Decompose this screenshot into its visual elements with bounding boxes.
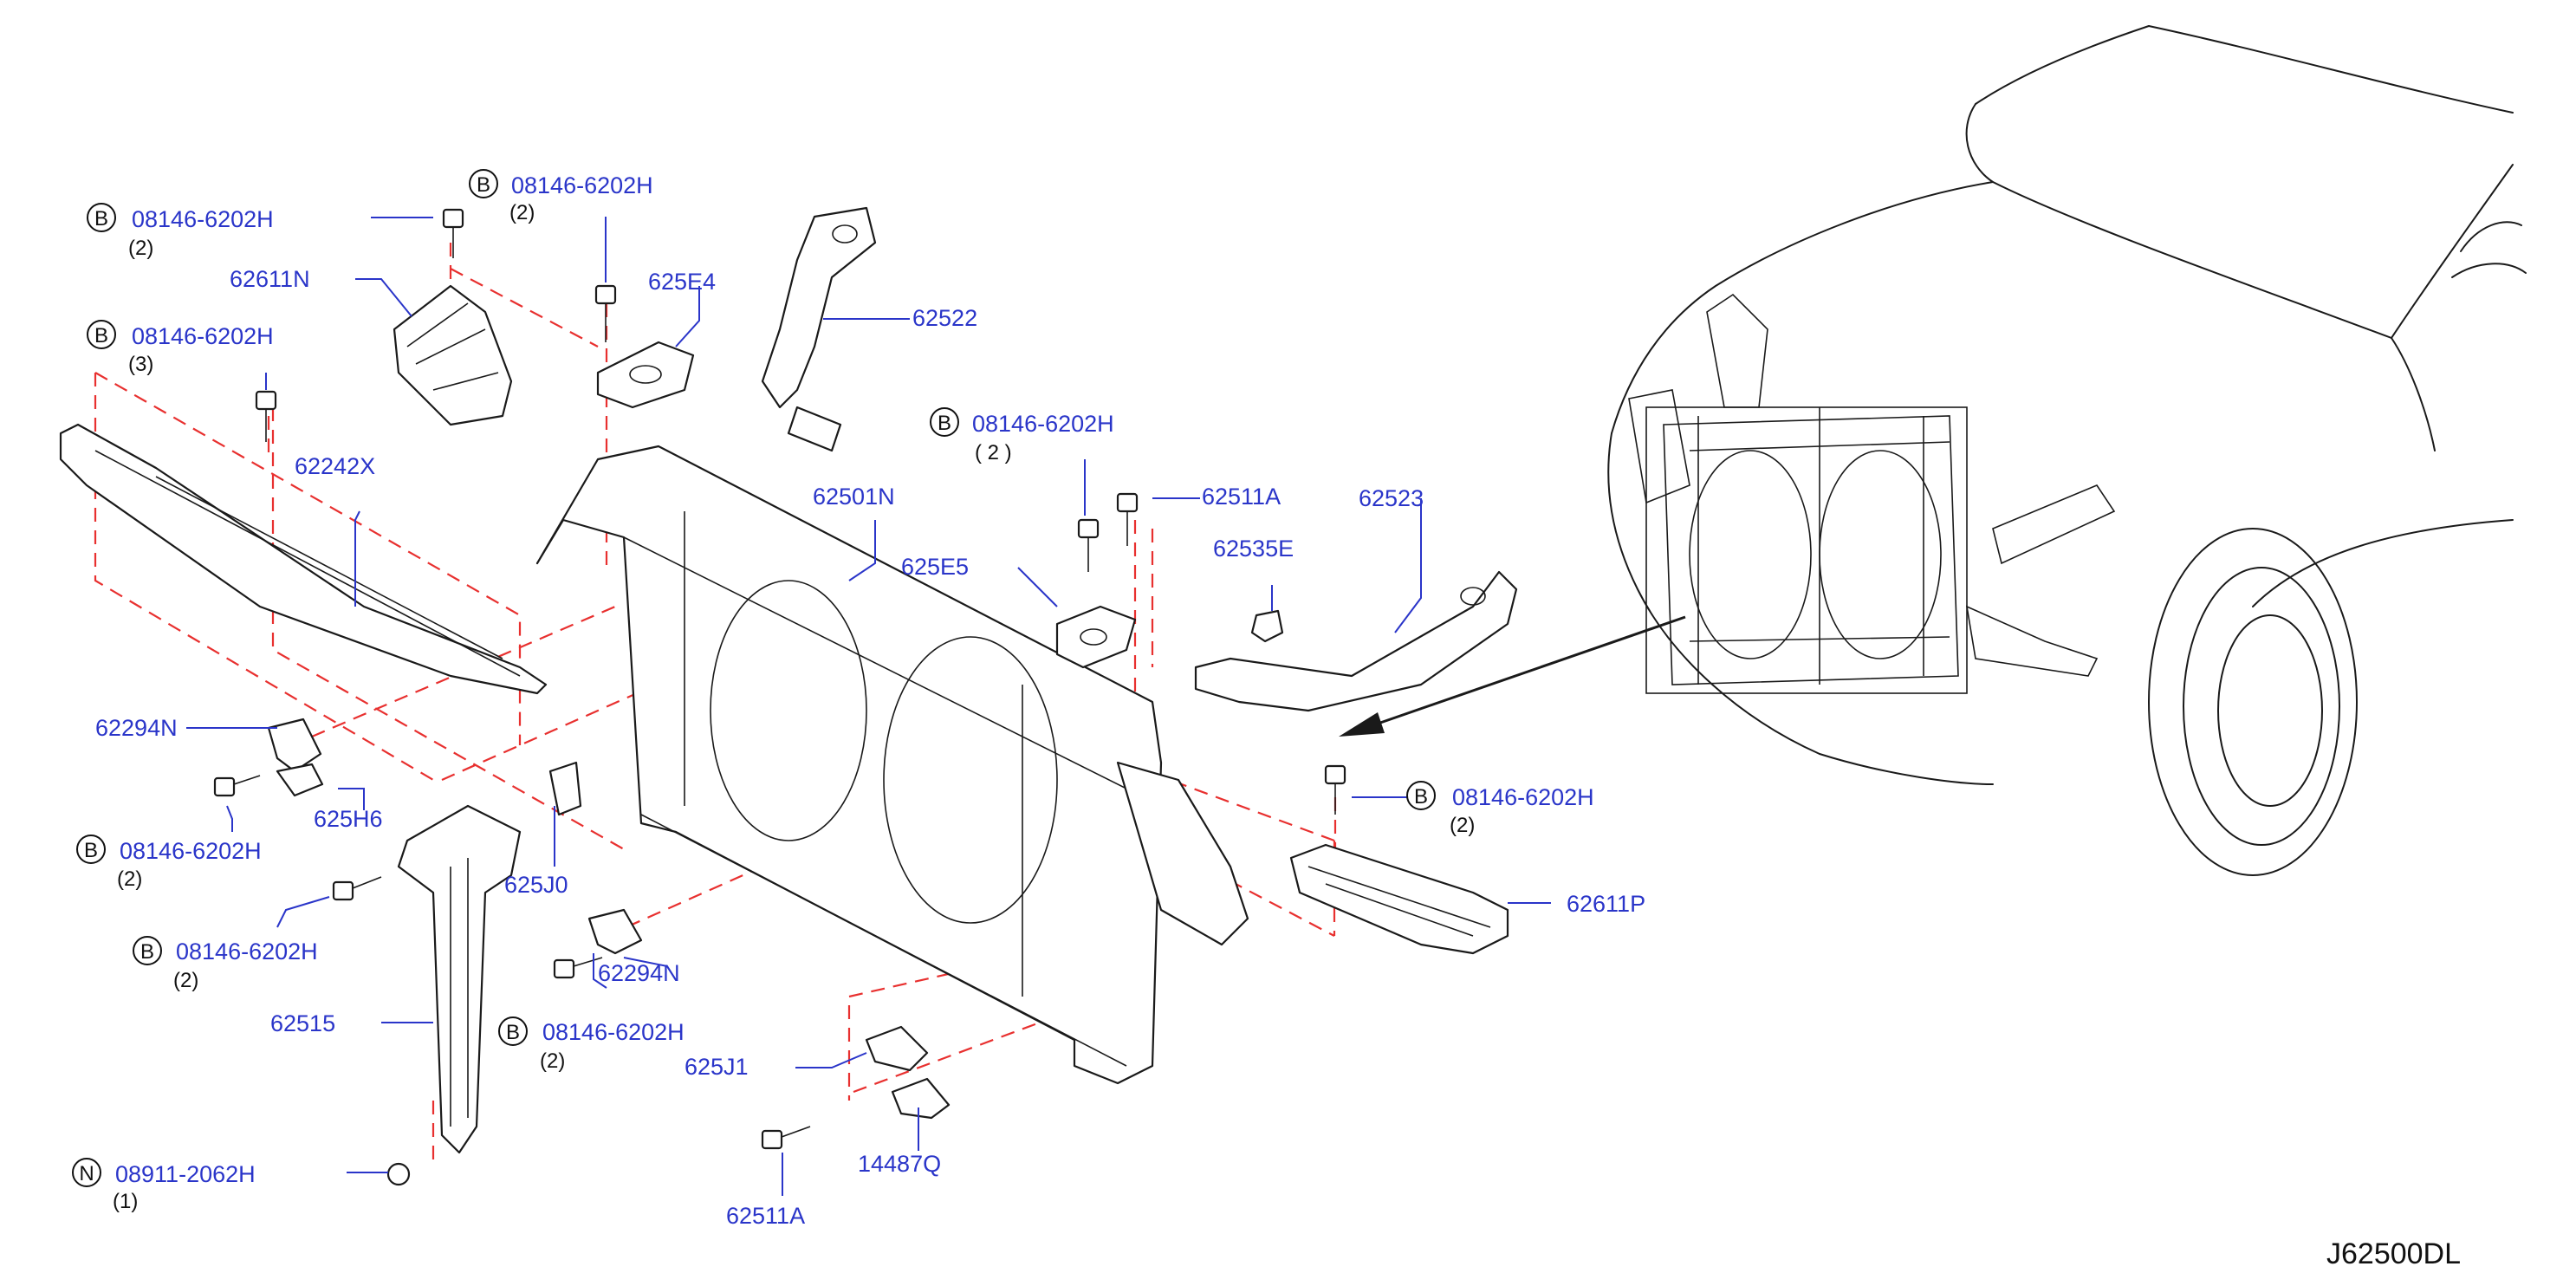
- part-62535E-clip: [1250, 609, 1284, 643]
- part-62294N-left-bracket: [267, 718, 322, 773]
- part-625E4-plate: [596, 341, 695, 409]
- callout-part-number: 08146-6202H: [132, 323, 274, 349]
- part-label-62511A-top: 62511A: [1202, 484, 1281, 510]
- callout-part-number: 08146-6202H: [511, 172, 653, 198]
- part-62611P-lower-bar: [1289, 843, 1509, 955]
- callout-part-number: 08146-6202H: [1452, 784, 1594, 810]
- callout-quantity: (3): [128, 353, 153, 376]
- callout-part-number: 08146-6202H: [120, 838, 262, 864]
- location-arrow: [1359, 615, 1686, 731]
- callout-part-number: 08146-6202H: [972, 411, 1114, 437]
- callout-c3: B 08146-6202H (3): [87, 320, 274, 376]
- part-label-14487Q: 14487Q: [858, 1151, 941, 1177]
- part-label-62501N: 62501N: [813, 484, 895, 510]
- part-label-625E5: 625E5: [901, 554, 969, 580]
- part-label-62523: 62523: [1359, 485, 1424, 511]
- part-label-62611N: 62611N: [230, 266, 310, 292]
- part-label-62515: 62515: [270, 1010, 335, 1036]
- inset-front-structure: [1628, 293, 2116, 694]
- callout-quantity: (2): [1450, 814, 1475, 837]
- vehicle-location-inset: [1339, 25, 2527, 876]
- diagram-code: J62500DL: [2326, 1237, 2461, 1270]
- part-625H6-clip: [276, 763, 324, 797]
- bolt-icon: [213, 208, 1346, 1186]
- callout-quantity: ( 2 ): [975, 441, 1012, 464]
- callout-c7: B 08146-6202H (2): [133, 936, 318, 992]
- part-label-62611P: 62611P: [1567, 891, 1645, 917]
- part-62242X-lower-bar: [59, 423, 548, 695]
- callout-part-number: 08146-6202H: [542, 1019, 685, 1045]
- callout-quantity: (2): [509, 201, 535, 224]
- part-625J1-bracket: [865, 1025, 929, 1072]
- part-label-62522: 62522: [912, 305, 977, 331]
- callout-c6: B 08146-6202H (2): [76, 835, 262, 891]
- part-62523-upper-member: [1194, 570, 1518, 712]
- callout-part-number: 08146-6202H: [176, 939, 318, 964]
- callout-c8: B 08146-6202H (2): [498, 1016, 685, 1073]
- callout-prefix: B: [506, 1021, 520, 1044]
- part-62611N-bracket: [393, 284, 513, 426]
- callout-c9: N 08911-2062H (1): [72, 1158, 256, 1213]
- part-labels: 62611N 625E4 62522 62242X 62501N 625E5 6…: [95, 266, 1645, 1229]
- part-label-62294N-left: 62294N: [95, 715, 178, 741]
- arrow-head-icon: [1339, 712, 1385, 737]
- circle-n-icon: [72, 1158, 101, 1187]
- leader-lines: [186, 217, 1551, 1196]
- part-label-62511A-bottom: 62511A: [726, 1203, 805, 1229]
- circle-b-icon: [498, 1016, 528, 1046]
- circle-b-icon: [930, 407, 959, 437]
- callout-c5: B 08146-6202H (2): [1406, 781, 1594, 837]
- callout-quantity: (2): [173, 969, 198, 992]
- circle-b-icon: [76, 835, 106, 864]
- part-label-62535E: 62535E: [1213, 536, 1294, 562]
- circle-b-icon: [469, 169, 498, 198]
- part-62294N-mid-bracket: [587, 908, 643, 955]
- part-label-62294N-mid: 62294N: [598, 960, 680, 986]
- part-label-625J1: 625J1: [685, 1054, 749, 1080]
- callout-prefix: B: [94, 324, 108, 347]
- callout-part-number: 08911-2062H: [115, 1161, 256, 1187]
- callout-quantity: (2): [540, 1049, 565, 1073]
- callout-prefix: B: [1414, 785, 1428, 809]
- callout-prefix: B: [477, 173, 490, 197]
- callout-prefix: B: [84, 839, 98, 862]
- part-625J0-bracket: [548, 761, 582, 816]
- callout-c2: B 08146-6202H (2): [469, 169, 653, 224]
- part-label-625E4: 625E4: [648, 269, 716, 295]
- circle-b-icon: [1406, 781, 1436, 810]
- callout-part-number: 08146-6202H: [132, 206, 274, 232]
- circle-b-icon: [133, 936, 162, 965]
- callout-quantity: (2): [128, 237, 153, 260]
- part-label-625H6: 625H6: [314, 806, 383, 832]
- callout-prefix: B: [94, 207, 108, 231]
- part-625E5-plate: [1055, 605, 1137, 669]
- callout-prefix: N: [79, 1162, 94, 1185]
- callout-prefix: B: [140, 940, 154, 964]
- circle-b-icon: [87, 320, 116, 349]
- callout-prefix: B: [938, 412, 951, 435]
- part-62515-side-bracket: [397, 804, 522, 1154]
- part-62501N-radiator-core-support: [535, 445, 1249, 1085]
- circle-b-icon: [87, 203, 116, 232]
- callout-quantity: (1): [113, 1190, 138, 1213]
- part-62522-upper-member: [761, 206, 877, 452]
- part-label-62242X: 62242X: [295, 453, 375, 479]
- part-14487Q-bracket: [891, 1077, 951, 1120]
- callout-quantity: (2): [117, 867, 142, 891]
- part-label-625J0: 625J0: [504, 872, 568, 898]
- callout-c4: B 08146-6202H ( 2 ): [930, 407, 1114, 464]
- callout-c1: B 08146-6202H (2): [87, 203, 274, 260]
